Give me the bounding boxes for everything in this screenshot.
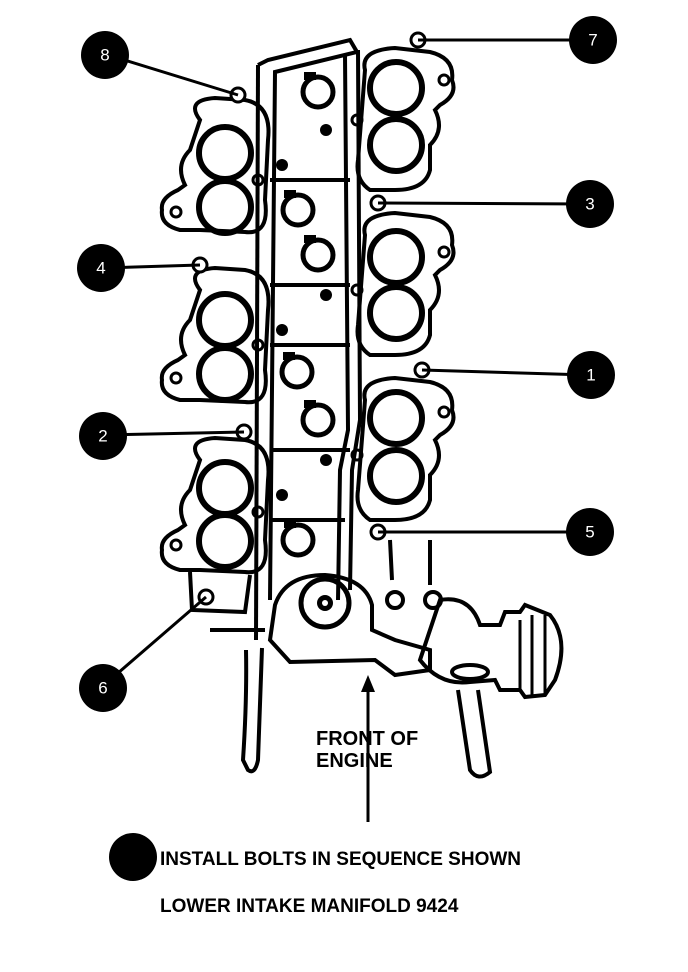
- front-of-engine-label: FRONT OF ENGINE: [316, 728, 418, 772]
- callout-number-7: 7: [588, 31, 597, 50]
- callout-number-4: 4: [96, 259, 105, 278]
- leader-line-3: [377, 201, 589, 206]
- left-port-pair-front: [159, 435, 271, 575]
- figure-caption: LOWER INTAKE MANIFOLD 9424: [160, 896, 459, 917]
- front-label-line-2: ENGINE: [316, 750, 393, 772]
- front-label-line-1: FRONT OF: [316, 728, 418, 750]
- center-rails: [254, 37, 363, 641]
- callout-number-3: 3: [585, 195, 594, 214]
- hoses: [240, 647, 493, 779]
- callout-3: 3: [566, 180, 614, 228]
- callout-number-1: 1: [586, 366, 595, 385]
- callout-6: 6: [79, 664, 127, 712]
- callout-5: 5: [566, 508, 614, 556]
- injector-bosses: [276, 72, 336, 558]
- callout-7: 7: [569, 16, 617, 64]
- right-port-pair-front: [350, 375, 456, 522]
- front-housing: [267, 539, 443, 678]
- right-port-pair-rear: [350, 45, 456, 192]
- leader-line-1: [421, 368, 589, 377]
- callout-1: 1: [567, 351, 615, 399]
- legend: INSTALL BOLTS IN SEQUENCE SHOWN: [109, 833, 521, 881]
- leader-line-8: [107, 53, 239, 97]
- callout-number-2: 2: [98, 427, 107, 446]
- leader-line-6: [102, 595, 207, 688]
- callout-4: 4: [77, 244, 125, 292]
- front-arrow: [361, 675, 375, 822]
- left-port-pair-middle: [159, 265, 271, 405]
- callout-number-5: 5: [585, 523, 594, 542]
- callouts: 1 2 3 4 5 6 7 8: [77, 16, 617, 712]
- legend-callout-symbol: [109, 833, 157, 881]
- callout-number-6: 6: [98, 679, 107, 698]
- callout-8: 8: [81, 31, 129, 79]
- legend-text: INSTALL BOLTS IN SEQUENCE SHOWN: [160, 849, 521, 870]
- callout-2: 2: [79, 412, 127, 460]
- idle-air-valve: [417, 597, 564, 700]
- left-port-pair-rear: [159, 95, 271, 236]
- manifold-drawing: [159, 31, 564, 822]
- right-port-pair-middle: [350, 210, 456, 357]
- callout-number-8: 8: [100, 46, 109, 65]
- left-front-flange: [188, 571, 252, 615]
